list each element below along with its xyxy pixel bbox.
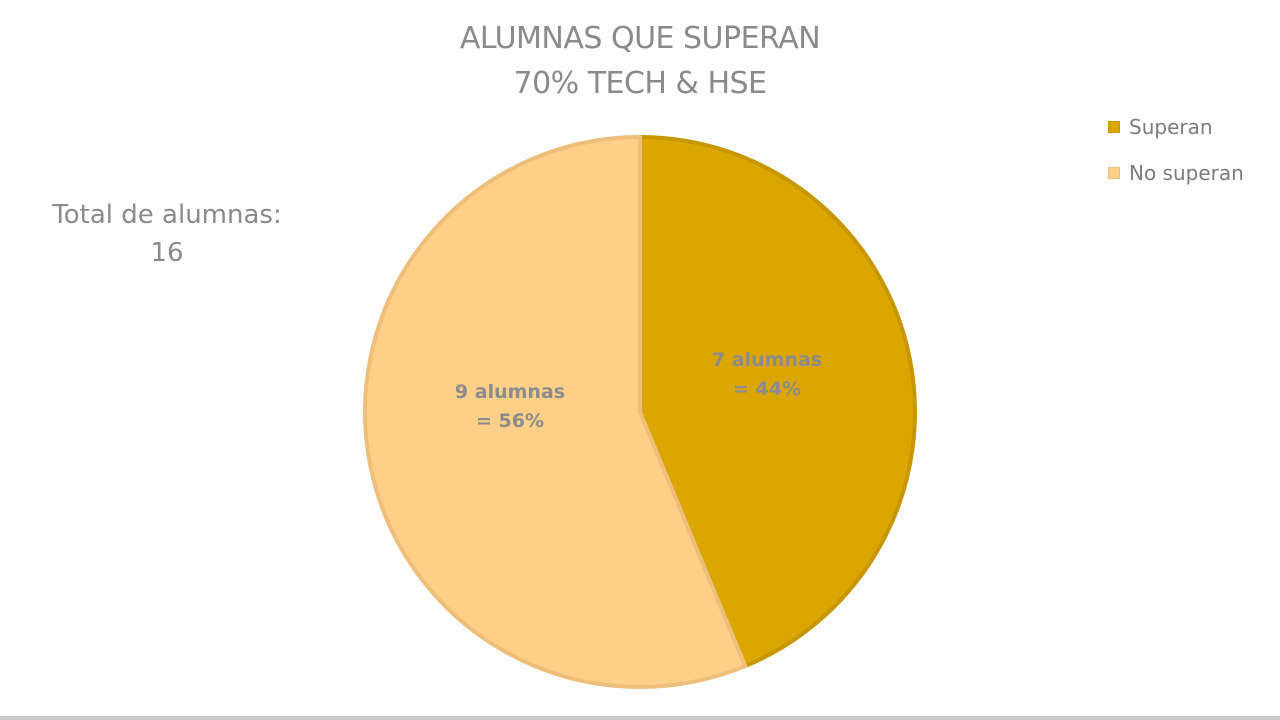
- legend-item-superan: Superan: [1108, 112, 1244, 142]
- legend-item-no-superan: No superan: [1108, 158, 1244, 188]
- total-annotation-label: Total de alumnas:: [52, 200, 282, 230]
- pie-data-labels: 7 alumnas = 44% 9 alumnas = 56%: [455, 349, 822, 432]
- legend-label-superan: Superan: [1129, 115, 1213, 139]
- chart-title-line-2: 70% TECH & HSE: [513, 66, 767, 101]
- chart-title: ALUMNAS QUE SUPERAN 70% TECH & HSE: [340, 16, 940, 106]
- data-label-superan-line-2: = 44%: [733, 378, 801, 400]
- data-label-no-superan: 9 alumnas = 56%: [455, 381, 565, 432]
- data-label-superan-line-1: 7 alumnas: [712, 349, 822, 371]
- pie-slice-superan: [638, 135, 917, 669]
- bottom-divider: [0, 716, 1280, 720]
- data-label-superan: 7 alumnas = 44%: [712, 349, 822, 400]
- legend-swatch-no-superan: [1108, 167, 1120, 179]
- chart-title-line-1: ALUMNAS QUE SUPERAN: [459, 21, 821, 56]
- total-annotation-value: 16: [150, 238, 184, 268]
- pie-slices: [363, 135, 917, 689]
- data-label-no-superan-line-2: = 56%: [476, 410, 544, 432]
- total-annotation: Total de alumnas: 16: [36, 196, 298, 272]
- legend-swatch-superan: [1108, 121, 1120, 133]
- legend: Superan No superan: [1108, 112, 1244, 204]
- data-label-no-superan-line-1: 9 alumnas: [455, 381, 565, 403]
- legend-label-no-superan: No superan: [1129, 161, 1244, 185]
- pie-slice-no-superan: [363, 135, 748, 689]
